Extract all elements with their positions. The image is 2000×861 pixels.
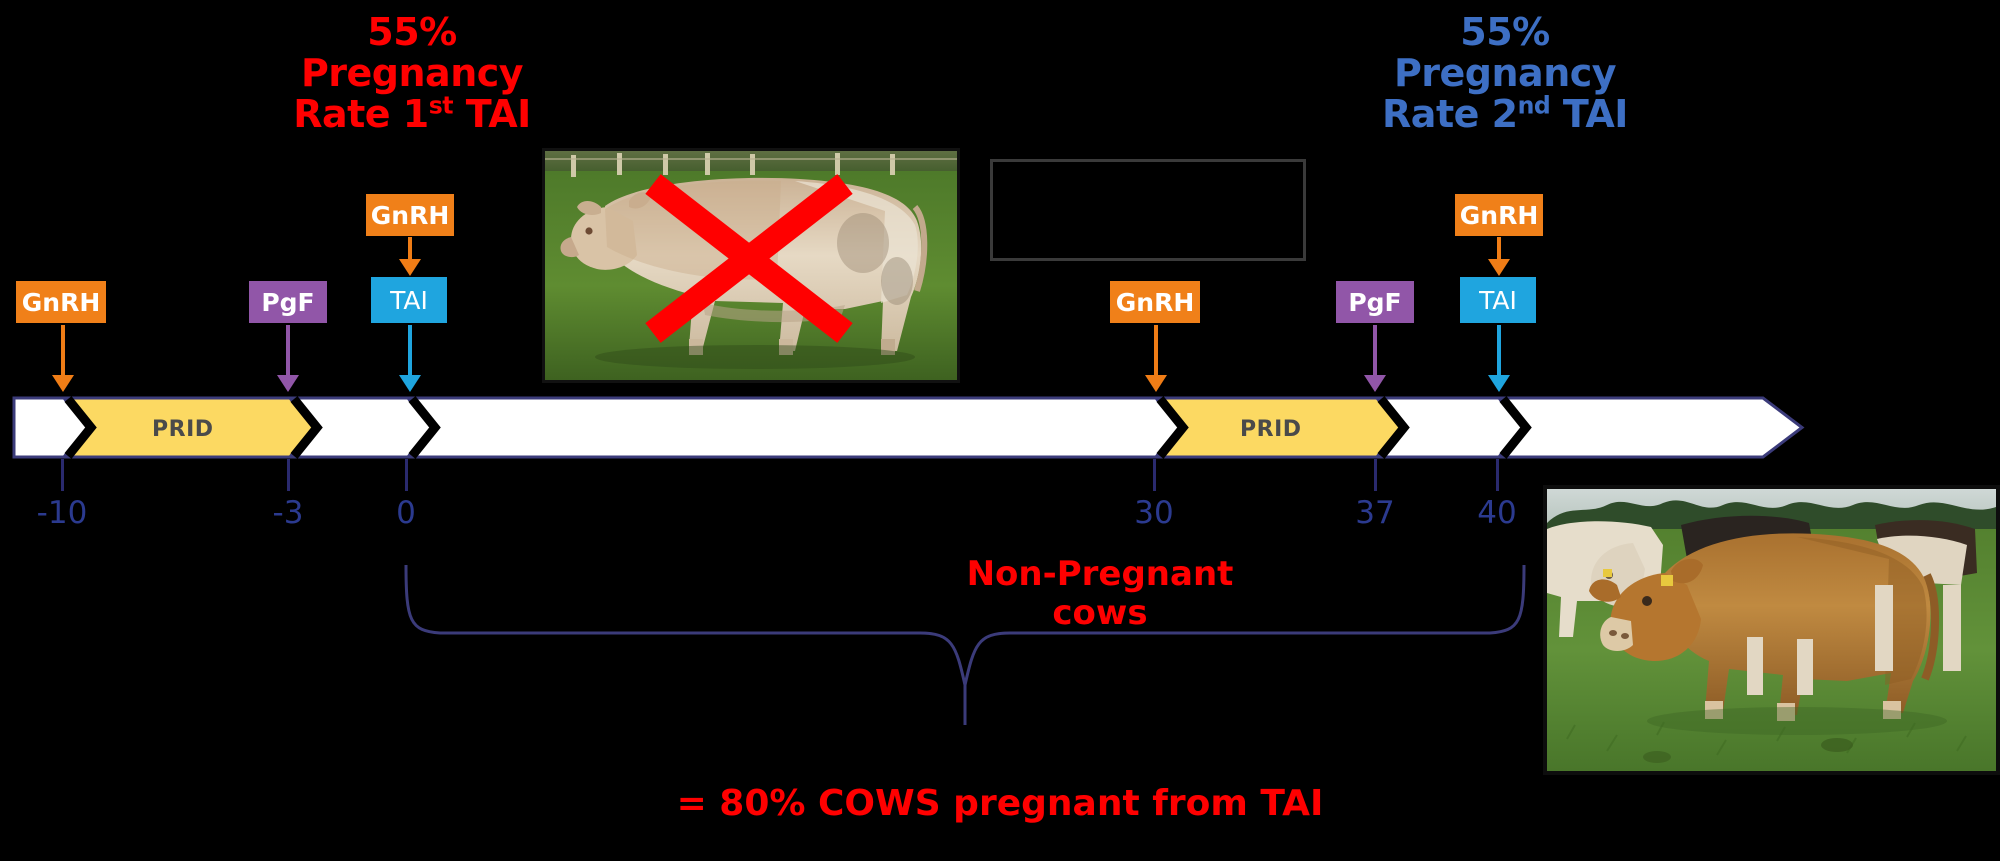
drug-box-pgf-day-37[interactable]: PgF (1336, 281, 1414, 323)
arrow-tai-day-0 (399, 325, 421, 392)
drug-box-tai-day-0[interactable]: TAI (371, 277, 447, 323)
summary-brace (400, 564, 1530, 765)
day-tick-40 (1496, 459, 1499, 491)
day-tick-minus10 (61, 459, 64, 491)
arrow-gnrh-to-tai-day-0 (399, 237, 421, 276)
arrow-head (277, 375, 299, 392)
arrow-shaft (61, 325, 65, 375)
timeline-segment-end (1495, 396, 1805, 459)
non-pregnant-cows-label: Non-Pregnant cows (890, 554, 1310, 634)
arrow-pgf-day-minus3 (277, 325, 299, 392)
arrow-head (1488, 375, 1510, 392)
drug-box-gnrh-day-0[interactable]: GnRH (366, 194, 454, 236)
headline-right-line2: Pregnancy (1393, 51, 1617, 96)
empty-placeholder-box (990, 159, 1306, 261)
day-label-30: 30 (1134, 495, 1174, 531)
day-tick-minus3 (287, 459, 290, 491)
arrow-gnrh-day-30 (1145, 325, 1167, 392)
arrow-pgf-day-37 (1364, 325, 1386, 392)
arrow-gnrh-to-tai-day-40 (1488, 237, 1510, 276)
non-pregnant-line1: Non-Pregnant (966, 554, 1234, 594)
arrow-head (399, 375, 421, 392)
arrow-gnrh-day-minus10 (52, 325, 74, 392)
day-label-minus10: -10 (36, 495, 88, 531)
brace-graphic (404, 564, 1526, 725)
prid-label-cycle1: PRID (152, 417, 214, 442)
arrow-shaft (1497, 237, 1501, 261)
day-tick-37 (1374, 459, 1377, 491)
timeline-bar (12, 396, 1805, 459)
headline-second-tai: 55% Pregnancy Rate 2nd TAI (1370, 10, 1640, 137)
total-pregnancy-summary: = 80% COWS pregnant from TAI (676, 783, 1324, 824)
drug-box-gnrh-day-minus10[interactable]: GnRH (16, 281, 106, 323)
non-pregnant-line2: cows (1052, 593, 1148, 634)
bull-photo-graphic (545, 151, 957, 380)
drug-box-gnrh-day-30[interactable]: GnRH (1110, 281, 1200, 323)
headline-right-line3: Rate 2nd TAI (1382, 91, 1628, 137)
cow-herd-image (1543, 485, 2000, 775)
prid-label-cycle2: PRID (1240, 417, 1302, 442)
drug-box-tai-day-40[interactable]: TAI (1460, 277, 1536, 323)
timeline-graphic (12, 396, 1805, 459)
arrow-tai-day-40 (1488, 325, 1510, 392)
timeline-segment-tai1-to-day30 (404, 396, 1182, 459)
red-cross-out-icon (645, 174, 853, 343)
day-tick-0 (405, 459, 408, 491)
arrow-shaft (1373, 325, 1377, 375)
drug-box-pgf-day-minus3[interactable]: PgF (249, 281, 327, 323)
arrow-shaft (1497, 325, 1501, 375)
day-label-0: 0 (396, 495, 416, 531)
headline-first-tai: 55% Pregnancy Rate 1st TAI (282, 10, 542, 137)
day-label-37: 37 (1355, 495, 1395, 531)
cow-herd-photo-graphic (1547, 489, 1996, 771)
drug-box-gnrh-day-40[interactable]: GnRH (1455, 194, 1543, 236)
arrow-head (1364, 375, 1386, 392)
day-tick-30 (1153, 459, 1156, 491)
arrow-shaft (1154, 325, 1158, 375)
headline-left-line1: 55% (367, 10, 457, 54)
arrow-head (52, 375, 74, 392)
arrow-head (1488, 259, 1510, 276)
arrow-head (1145, 375, 1167, 392)
arrow-shaft (408, 237, 412, 261)
arrow-head (399, 259, 421, 276)
arrow-shaft (286, 325, 290, 375)
headline-left-line3: Rate 1st TAI (293, 91, 531, 137)
arrow-shaft (408, 325, 412, 375)
headline-left-line2: Pregnancy (300, 51, 524, 96)
bull-crossed-out-image (542, 148, 960, 383)
day-label-40: 40 (1477, 495, 1517, 531)
headline-right-line1: 55% (1460, 10, 1550, 54)
day-label-minus3: -3 (272, 495, 304, 531)
